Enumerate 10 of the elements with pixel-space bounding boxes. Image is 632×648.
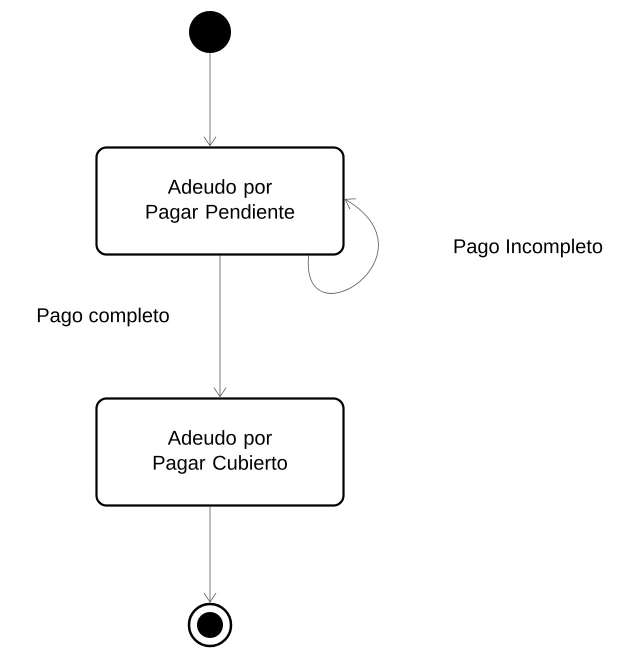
initial-state	[189, 11, 231, 53]
state-box: Adeudo por Pagar Pendiente	[95, 146, 345, 256]
arrow	[204, 52, 216, 146]
self-loop-arrow	[308, 198, 379, 294]
arrow	[214, 255, 226, 398]
edge-label: Pago Incompleto	[450, 236, 606, 260]
state-box: Adeudo por Pagar Cubierto	[95, 397, 345, 507]
arrow	[204, 506, 216, 603]
final-state	[188, 602, 232, 648]
edge-label: Pago completo	[34, 306, 172, 328]
